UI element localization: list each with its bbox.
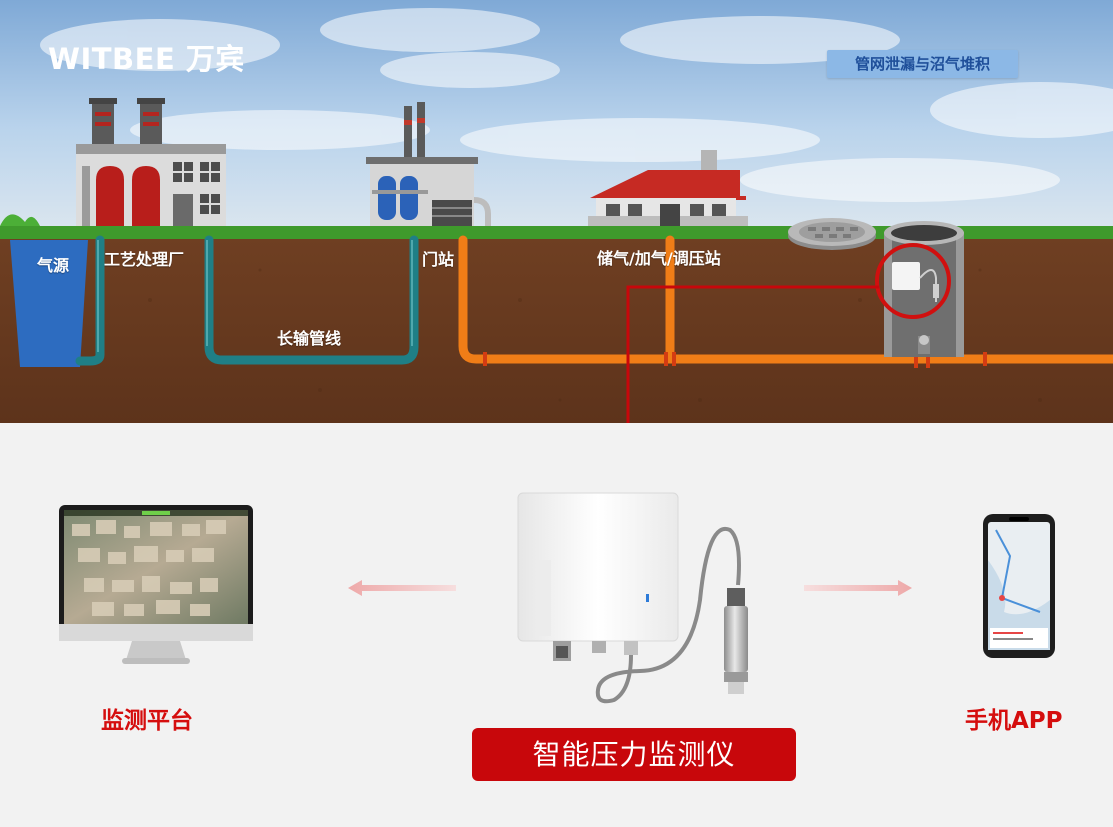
arrow-left-icon <box>348 580 456 596</box>
device-banner: 智能压力监测仪 <box>472 728 796 781</box>
smartphone-icon <box>983 514 1055 658</box>
processing-plant-label: 工艺处理厂 <box>104 250 185 269</box>
gate-station-label: 门站 <box>422 250 455 269</box>
pipeline-label: 长输管线 <box>277 329 342 348</box>
arrow-right-icon <box>804 580 912 596</box>
highlight-circle <box>875 243 951 319</box>
storage-station-icon <box>588 150 748 226</box>
clouds <box>40 8 1113 202</box>
platform-label: 监测平台 <box>101 708 193 734</box>
factory-icon <box>76 98 226 226</box>
brand-logo: WITBEE 万宾 <box>48 42 245 76</box>
pressure-monitor-device-icon <box>517 492 748 704</box>
monitor-icon <box>59 505 253 664</box>
connector-line <box>626 285 879 476</box>
scenario-badge: 管网泄漏与沼气堆积 <box>827 50 1018 78</box>
gate-station-icon <box>366 102 491 226</box>
gas-source-label: 气源 <box>37 256 70 275</box>
well-device-icon <box>892 262 920 290</box>
orange-pipeline <box>458 235 1113 364</box>
app-label: 手机APP <box>965 708 1063 734</box>
manhole-cover-icon <box>788 218 876 250</box>
storage-station-label: 储气/加气/调压站 <box>597 249 721 268</box>
gas-source-tank-icon <box>10 240 88 367</box>
teal-pipeline <box>75 235 419 366</box>
